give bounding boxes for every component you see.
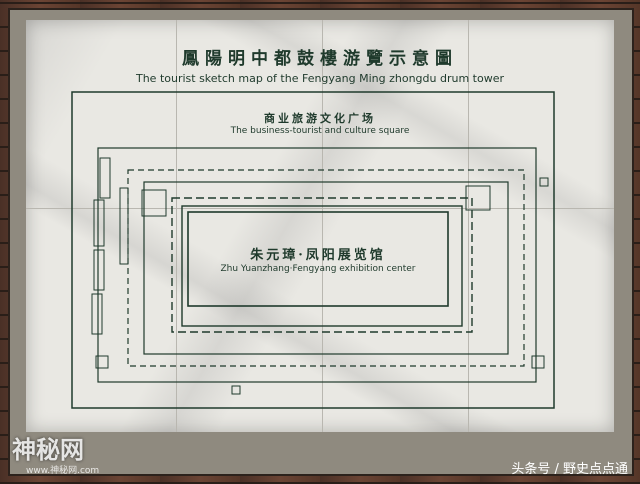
marble-seam-v3 [468,20,469,432]
map-left-building-3 [93,249,105,291]
exhibition-label-chinese: 朱元璋·凤阳展览馆 [250,248,386,263]
marble-seam-h [26,208,614,209]
map-entrance-left [95,355,109,369]
exhibition-label-english: Zhu Yuanzhang·Fengyang exhibition center [220,264,416,274]
sign-title-english: The tourist sketch map of the Fengyang M… [135,72,505,85]
sign-title-chinese: 鳳陽明中都鼓樓游覽示意圖 [182,49,458,69]
map-parking-right [539,177,549,187]
map-tower-inner [187,211,449,307]
map-right-building [465,185,491,211]
site-map [71,91,555,409]
map-tower-dashed [171,197,473,333]
marble-sign: 鳳陽明中都鼓樓游覽示意圖 The tourist sketch map of t… [26,20,614,432]
watermark-url: www.神秘网.com [26,466,100,476]
map-left-building-1 [99,157,111,199]
map-parking-bottom [231,385,241,395]
square-label-english: The business-tourist and culture square [230,126,410,136]
map-left-building-6 [141,189,167,217]
map-left-building-2 [93,199,105,247]
watermark-logo: 神秘网 [12,435,84,464]
map-tower-outer [181,205,463,327]
map-road-ring [97,147,537,383]
map-left-building-4 [91,293,103,335]
map-entrance-right [531,355,545,369]
map-outer-boundary [71,91,555,409]
square-label-chinese: 商业旅游文化广场 [264,112,376,125]
marble-seam-v1 [176,20,177,432]
source-credit: 头条号 / 野史点点通 [511,462,628,477]
marble-seam-v2 [322,20,323,432]
map-walkway-dashed [127,169,525,367]
map-walkway-solid [143,181,509,355]
map-left-building-5 [119,187,129,265]
